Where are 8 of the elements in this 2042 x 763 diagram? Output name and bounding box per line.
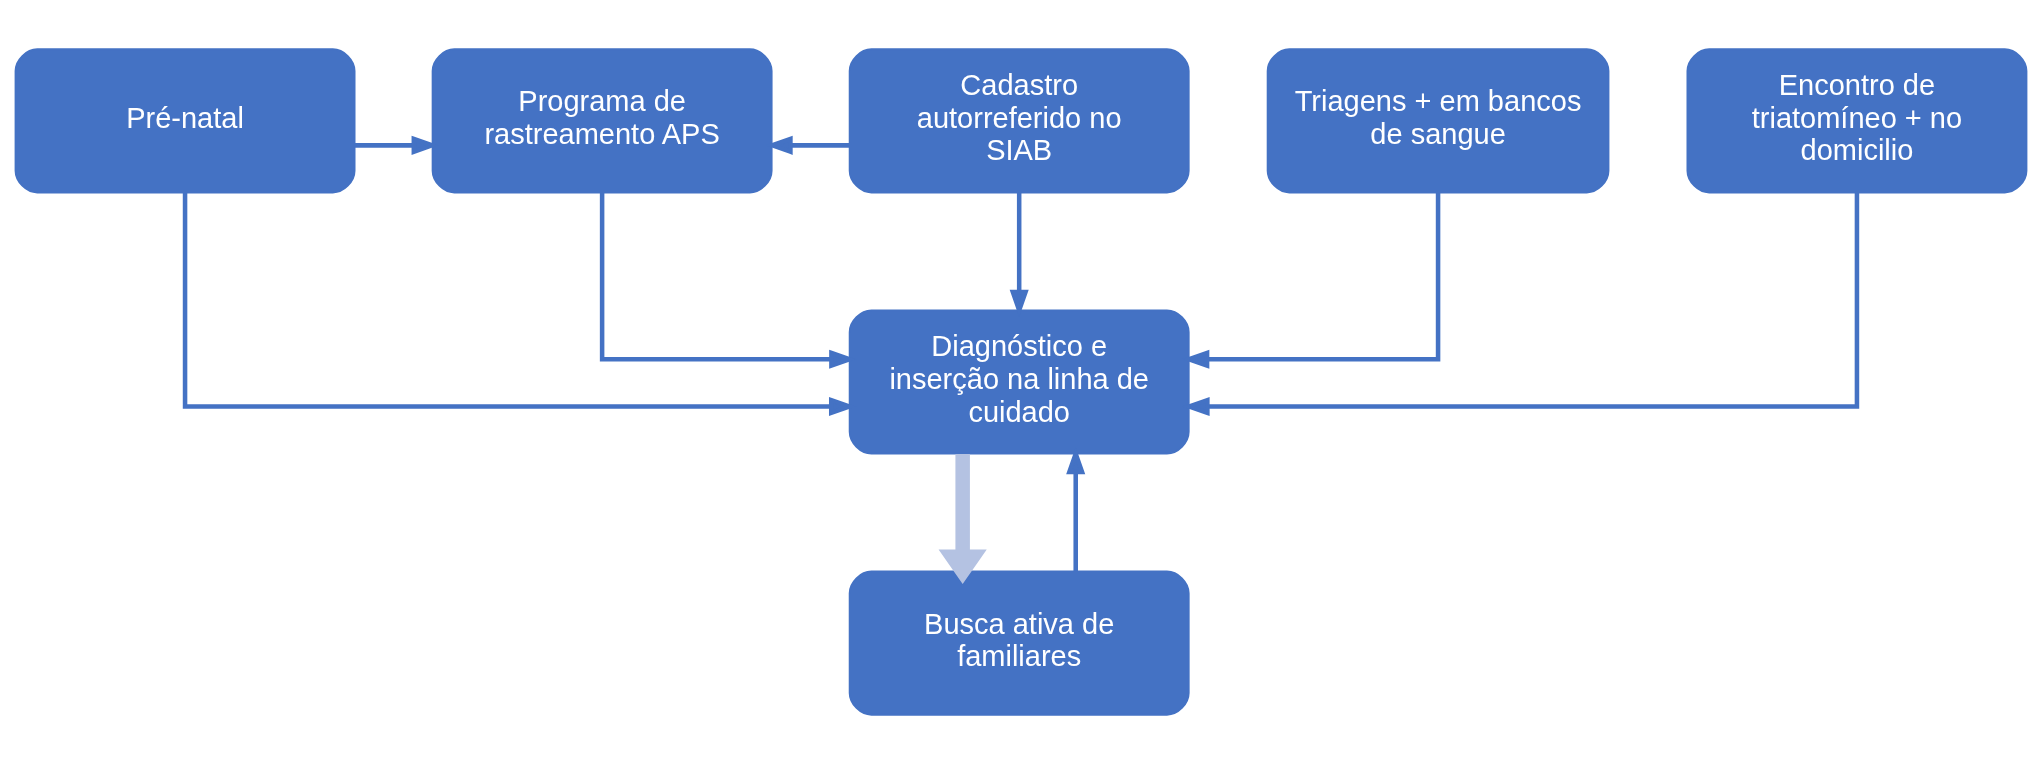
node-box: Triagens + em bancos de sangue (1266, 47, 1610, 193)
node-box: Cadastro autorreferido no SIAB (848, 47, 1190, 193)
node-box: Programa de rastreamento APS (431, 47, 773, 193)
node-box: Encontro de triatomíneo + no domicilio (1686, 47, 2028, 193)
node-box: Diagnóstico e inserção na linha de cuidado (848, 308, 1190, 455)
node-box: Pré-natal (14, 47, 356, 193)
arrow (938, 453, 987, 584)
node-box: Busca ativa de familiares (848, 570, 1190, 716)
